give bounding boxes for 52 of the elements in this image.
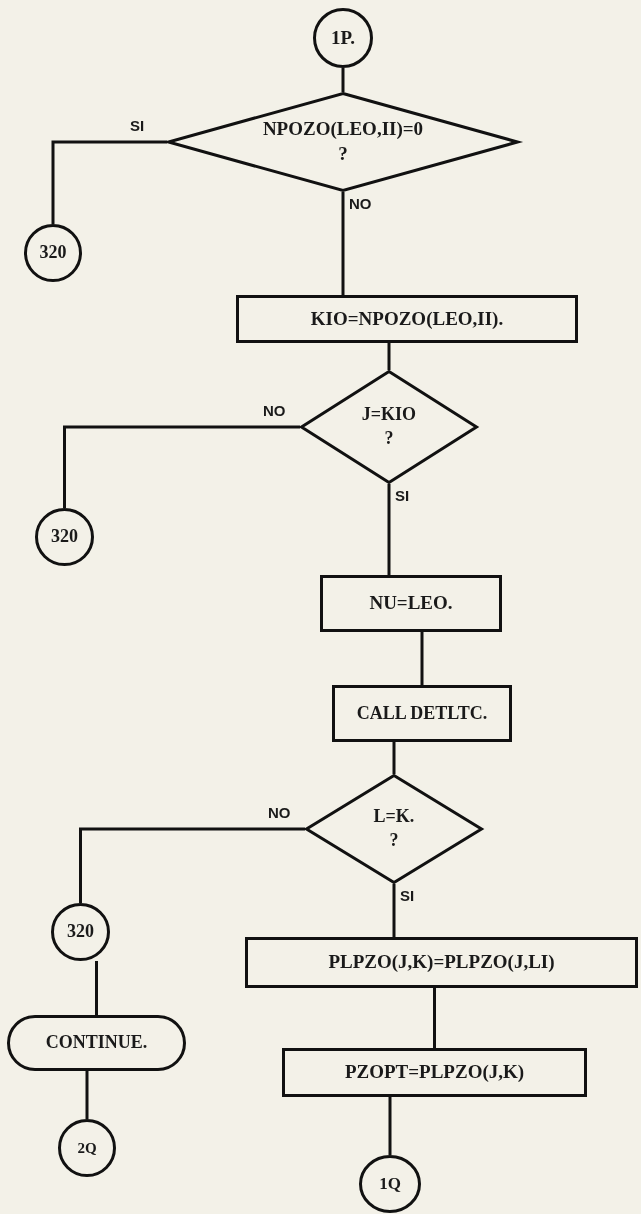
question-mark: ? <box>389 831 399 851</box>
node-text: L=K. <box>373 807 415 827</box>
node-text: PLPZO(J,K)=PLPZO(J,LI) <box>328 952 555 973</box>
process-box <box>245 937 638 988</box>
decision-diamond <box>300 370 478 484</box>
node-text: PZOPT=PLPZO(J,K) <box>344 1062 525 1083</box>
process-box <box>236 295 578 343</box>
connector-line <box>63 425 300 508</box>
edge-label: NO <box>267 805 292 820</box>
connector-line <box>51 140 167 224</box>
node-text: 1P. <box>330 27 356 49</box>
question-mark: ? <box>338 144 348 165</box>
connector-line <box>341 192 345 295</box>
edge-label: SI <box>399 888 416 903</box>
connector-line <box>387 484 391 575</box>
connector-line <box>387 343 391 370</box>
node-text: 2Q <box>77 1139 97 1157</box>
node-text: NU=LEO. <box>369 593 453 614</box>
edge-label: SI <box>394 488 411 503</box>
connector-circle <box>58 1119 116 1177</box>
connector-circle <box>51 903 110 961</box>
node-text: J=KIO <box>361 405 417 425</box>
decision-diamond <box>305 774 483 884</box>
edge-label: NO <box>348 196 373 211</box>
connector-line <box>433 988 436 1048</box>
connector-circle <box>359 1155 421 1213</box>
connector-line <box>392 884 396 937</box>
connector-circle <box>313 8 373 68</box>
connector-circle <box>24 224 82 282</box>
terminal-box <box>7 1015 186 1071</box>
connector-circle <box>35 508 94 566</box>
process-box <box>332 685 512 742</box>
connector-line <box>95 961 98 1015</box>
connector-line <box>85 1071 89 1119</box>
edge-label: NO <box>262 403 287 418</box>
connector-line <box>388 1097 392 1155</box>
process-box <box>282 1048 587 1097</box>
node-text: KIO=NPOZO(LEO,II). <box>310 308 504 330</box>
connector-line <box>341 68 345 92</box>
node-text: 320 <box>67 922 94 942</box>
question-mark: ? <box>384 429 394 449</box>
connector-line <box>392 742 396 774</box>
node-text: 1Q <box>379 1174 401 1194</box>
node-text: 320 <box>39 243 67 263</box>
edge-label: SI <box>129 118 146 133</box>
connector-line <box>79 827 305 903</box>
process-box <box>320 575 502 632</box>
node-text: CALL DETLTC. <box>356 703 488 724</box>
node-text: NPOZO(LEO,II)=0 <box>262 119 424 140</box>
connector-line <box>420 632 424 685</box>
node-text: CONTINUE. <box>45 1033 148 1053</box>
node-text: 320 <box>51 527 78 547</box>
